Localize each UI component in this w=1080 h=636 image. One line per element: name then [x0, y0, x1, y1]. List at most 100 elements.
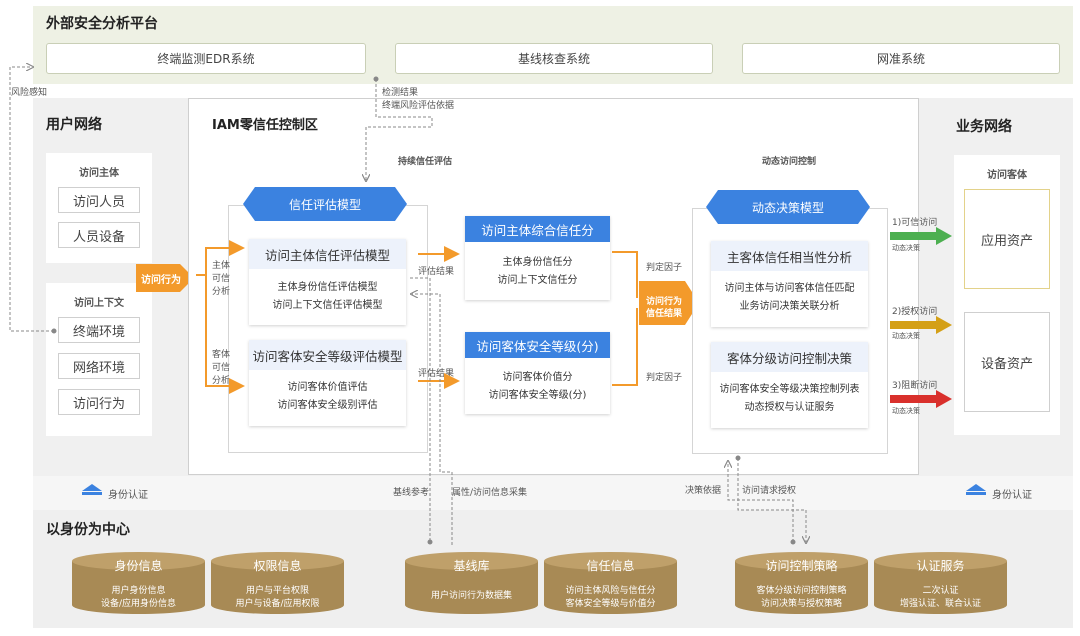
iam-title: IAM零信任控制区 [212, 118, 318, 133]
auth-band [33, 476, 1073, 510]
cylinder-permission-line-1: 用户与平台权限 [245, 586, 309, 596]
auth-icon-right [966, 484, 986, 491]
cylinder-identity-line-1: 用户身份信息 [111, 586, 166, 596]
cylinder-auth-service-line-2: 增强认证、联合认证 [899, 599, 981, 609]
object-analysis-1: 客体 [212, 350, 231, 360]
behavior-result-arrow [639, 275, 701, 331]
auth-icon-right-base [966, 492, 986, 495]
detection-line-2: 终端风险评估依据 [382, 101, 455, 111]
access-out-3-arrow [890, 390, 952, 408]
dynamic-control-label: 动态访问控制 [762, 157, 817, 167]
behavior-result-line-1: 访问行为 [645, 297, 682, 307]
access-out-2-label: 2)授权访问 [892, 307, 938, 317]
decision-model-banner: 动态决策模型 [706, 190, 870, 224]
cylinder-trust [544, 552, 677, 614]
cylinder-baseline-title: 基线库 [453, 559, 490, 573]
policy-line-1: 访问客体安全等级决策控制列表 [719, 384, 860, 395]
judge-factor-bottom: 判定因子 [646, 373, 683, 383]
baseline-system: 基线核查系统 [395, 43, 713, 74]
risk-perception-label: 风险感知 [11, 88, 48, 98]
access-out-2-sub: 动态决策 [892, 332, 920, 340]
subject-score-line-2: 访问上下文信任分 [497, 275, 578, 286]
cylinder-trust-line-1: 访问主体风险与信任分 [565, 586, 656, 596]
match-line-2: 业务访问决策关联分析 [739, 301, 840, 312]
auth-label-right: 身份认证 [992, 490, 1032, 501]
detection-line-1: 检测结果 [382, 88, 419, 98]
access-object-title: 访问客体 [987, 170, 1027, 181]
cylinder-access-policy-line-2: 访问决策与授权策略 [760, 599, 842, 609]
access-out-3-sub: 动态决策 [892, 407, 920, 415]
external-platform-title: 外部安全分析平台 [46, 16, 158, 32]
subject-score-line-1: 主体身份信任分 [502, 257, 573, 268]
object-model-line-2: 访问客体安全级别评估 [277, 400, 378, 411]
access-out-1-arrow [890, 227, 952, 245]
cylinder-permission-line-2: 用户与设备/应用权限 [235, 599, 320, 609]
attribute-collect-label: 属性/访问信息采集 [452, 488, 528, 498]
cylinder-baseline-line-1: 用户访问行为数据集 [430, 591, 512, 601]
person-device: 人员设备 [58, 222, 140, 248]
subject-analysis-2: 可信 [212, 274, 231, 284]
eval-result-bottom: 评估结果 [418, 369, 455, 379]
user-network-title: 用户网络 [46, 117, 102, 133]
subject-analysis-1: 主体 [212, 261, 231, 271]
access-behavior-label: 访问行为 [141, 274, 181, 286]
terminal-env: 终端环境 [58, 317, 140, 343]
continuous-eval-label: 持续信任评估 [398, 157, 453, 167]
cylinder-auth-service-title: 认证服务 [916, 559, 965, 573]
cylinder-access-policy-title: 访问控制策略 [765, 559, 838, 573]
business-network-title: 业务网络 [956, 119, 1012, 135]
identity-center-title: 以身份为中心 [46, 522, 130, 538]
decision-model-title: 动态决策模型 [751, 200, 824, 215]
subject-model-line-1: 主体身份信任评估模型 [277, 282, 378, 293]
auth-label-left: 身份认证 [108, 490, 148, 501]
decision-basis-label: 决策依据 [685, 486, 722, 496]
cylinder-baseline [405, 552, 538, 614]
object-model-title: 访问客体安全等级评估模型 [249, 340, 406, 370]
cylinder-identity-title: 身份信息 [114, 559, 163, 573]
auth-icon-left-base [82, 492, 102, 495]
cylinder-access-policy [735, 552, 868, 614]
app-asset: 应用资产 [964, 189, 1050, 289]
access-person: 访问人员 [58, 187, 140, 213]
network-env: 网络环境 [58, 353, 140, 379]
cylinder-identity [72, 552, 205, 614]
cylinder-auth-service-line-1: 二次认证 [922, 586, 959, 596]
edr-system: 终端监测EDR系统 [46, 43, 366, 74]
access-out-2-arrow [890, 316, 952, 334]
access-behavior-item: 访问行为 [58, 389, 140, 415]
trust-model-banner: 信任评估模型 [243, 187, 407, 221]
object-level-line-1: 访问客体价值分 [502, 372, 573, 383]
access-out-3-label: 3)阻断访问 [892, 381, 938, 391]
eval-result-top: 评估结果 [418, 267, 455, 277]
cylinder-access-policy-line-1: 客体分级访问控制策略 [756, 586, 847, 596]
cylinder-permission [211, 552, 344, 614]
subject-model-line-2: 访问上下文信任评估模型 [272, 300, 383, 311]
policy-line-2: 动态授权与认证服务 [744, 402, 835, 413]
access-out-1-sub: 动态决策 [892, 244, 920, 252]
object-level-line-2: 访问客体安全等级(分) [488, 390, 587, 401]
match-line-1: 访问主体与访问客体信任匹配 [724, 283, 855, 294]
access-behavior-arrow: 访问行为 [136, 262, 196, 294]
subject-score-title: 访问主体综合信任分 [465, 216, 610, 242]
subject-analysis-3: 分析 [212, 287, 231, 297]
cylinder-trust-title: 信任信息 [586, 559, 635, 573]
access-context-title: 访问上下文 [74, 298, 124, 309]
trust-model-title: 信任评估模型 [288, 197, 361, 212]
cylinder-identity-line-2: 设备/应用身份信息 [100, 599, 177, 609]
subject-model-title: 访问主体信任评估模型 [249, 239, 406, 269]
auth-icon-left [82, 484, 102, 491]
device-asset: 设备资产 [964, 312, 1050, 412]
access-subject-title: 访问主体 [79, 168, 119, 179]
nac-system: 网准系统 [742, 43, 1060, 74]
match-title: 主客体信任相当性分析 [711, 241, 868, 271]
object-analysis-3: 分析 [212, 376, 231, 386]
cylinder-trust-line-2: 客体安全等级与价值分 [565, 599, 656, 609]
cylinder-auth-service [874, 552, 1007, 614]
access-request-label: 访问请求授权 [742, 486, 797, 496]
object-analysis-2: 可信 [212, 363, 231, 373]
behavior-result-line-2: 信任结果 [645, 309, 682, 319]
cylinder-permission-title: 权限信息 [253, 559, 302, 573]
judge-factor-top: 判定因子 [646, 263, 683, 273]
baseline-ref-label: 基线参考 [393, 488, 430, 498]
object-level-title: 访问客体安全等级(分) [465, 332, 610, 358]
